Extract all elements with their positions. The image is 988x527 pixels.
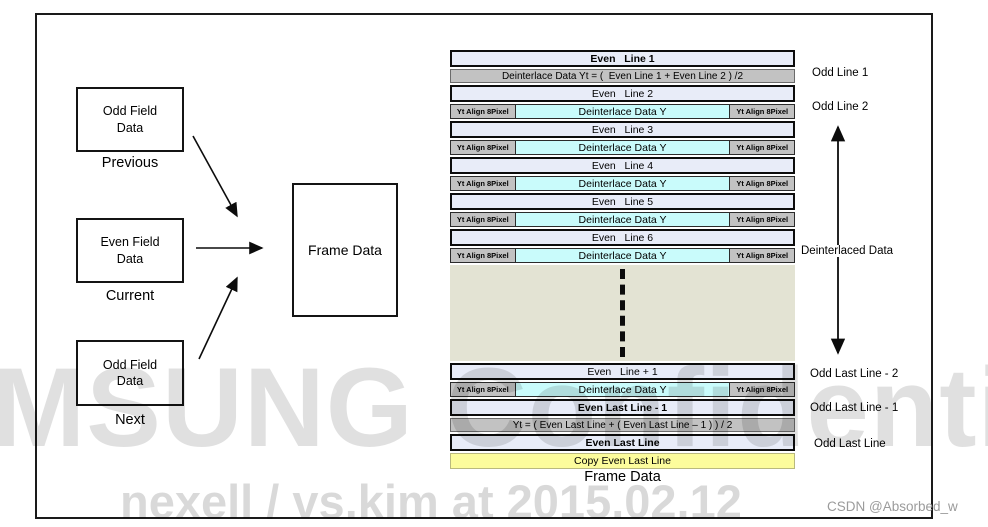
deinterlace-data-y-cell: Deinterlace Data Y (515, 248, 730, 263)
yt-align-left-cell: Yt Align 8Pixel (450, 248, 516, 263)
yt-align-left-cell: Yt Align 8Pixel (450, 382, 516, 397)
align-row: Yt Align 8Pixel Deinterlace Data Y Yt Al… (450, 140, 795, 155)
even-last-line-minus1-row: Even Last Line - 1 (450, 399, 795, 416)
yt-align-right-cell: Yt Align 8Pixel (729, 176, 795, 191)
next-caption: Next (115, 412, 145, 428)
even-line-3-row: Even Line 3 (450, 121, 795, 138)
yt-align-left-cell: Yt Align 8Pixel (450, 104, 516, 119)
yt-align-right-cell: Yt Align 8Pixel (729, 104, 795, 119)
odd-last-line-label: Odd Last Line (814, 438, 886, 450)
deinterlace-formula-bottom-row: Yt = ( Even Last Line + ( Even Last Line… (450, 418, 795, 432)
deinterlace-formula-top-row: Deinterlace Data Yt = ( Even Line 1 + Ev… (450, 69, 795, 83)
deinterlace-data-y-cell: Deinterlace Data Y (515, 176, 730, 191)
next-field-line1: Odd Field (102, 357, 158, 372)
frame-stack-caption: Frame Data (584, 469, 661, 485)
align-row: Yt Align 8Pixel Deinterlace Data Y Yt Al… (450, 248, 795, 263)
deinterlace-data-y-cell: Deinterlace Data Y (515, 104, 730, 119)
outer-frame (35, 13, 933, 519)
deinterlace-data-y-cell: Deinterlace Data Y (515, 140, 730, 155)
ellipsis-region (450, 265, 795, 361)
align-row: Yt Align 8Pixel Deinterlace Data Y Yt Al… (450, 176, 795, 191)
odd-last-line-minus1-label: Odd Last Line - 1 (810, 402, 899, 414)
current-field-box: Even Field Data (76, 218, 184, 283)
even-line-2-row: Even Line 2 (450, 85, 795, 102)
even-line-plus1-row: Even Line + 1 (450, 363, 795, 380)
even-last-line-row: Even Last Line (450, 434, 795, 451)
copy-even-last-line-row: Copy Even Last Line (450, 453, 795, 469)
even-line-6-row: Even Line 6 (450, 229, 795, 246)
current-field-line2: Data (116, 251, 144, 266)
yt-align-left-cell: Yt Align 8Pixel (450, 212, 516, 227)
deinterlaced-data-label: Deinterlaced Data (799, 245, 896, 257)
current-field-line1: Even Field (100, 235, 160, 250)
yt-align-right-cell: Yt Align 8Pixel (729, 140, 795, 155)
vertical-ellipsis-icon (620, 269, 625, 357)
previous-field-line2: Data (116, 120, 144, 135)
odd-line-2-label: Odd Line 2 (812, 101, 869, 113)
next-field-line2: Data (116, 374, 144, 388)
yt-align-left-cell: Yt Align 8Pixel (450, 140, 516, 155)
align-row: Yt Align 8Pixel Deinterlace Data Y Yt Al… (450, 104, 795, 119)
yt-align-right-cell: Yt Align 8Pixel (729, 212, 795, 227)
current-caption: Current (105, 288, 155, 304)
align-row: Yt Align 8Pixel Deinterlace Data Y Yt Al… (450, 212, 795, 227)
deinterlace-data-y-cell: Deinterlace Data Y (515, 212, 730, 227)
odd-last-line-minus2-label: Odd Last Line - 2 (810, 368, 899, 380)
frame-data-box-label: Frame Data (308, 242, 382, 258)
previous-field-box: Odd Field Data (76, 87, 184, 152)
even-line-1-row: Even Line 1 (450, 50, 795, 67)
odd-line-1-label: Odd Line 1 (812, 67, 869, 79)
yt-align-left-cell: Yt Align 8Pixel (450, 176, 516, 191)
even-line-5-row: Even Line 5 (450, 193, 795, 210)
previous-caption: Previous (101, 155, 159, 171)
csdn-credit: CSDN @Absorbed_w (827, 499, 958, 514)
previous-field-line1: Odd Field (102, 104, 158, 119)
align-row: Yt Align 8Pixel Deinterlace Data Y Yt Al… (450, 382, 795, 397)
next-field-box: Odd Field Data (76, 340, 184, 406)
frame-data-box: Frame Data (292, 183, 398, 317)
frame-stack: Even Line 1 Deinterlace Data Yt = ( Even… (450, 50, 795, 469)
yt-align-right-cell: Yt Align 8Pixel (729, 382, 795, 397)
even-line-4-row: Even Line 4 (450, 157, 795, 174)
yt-align-right-cell: Yt Align 8Pixel (729, 248, 795, 263)
deinterlace-data-y-cell: Deinterlace Data Y (515, 382, 730, 397)
